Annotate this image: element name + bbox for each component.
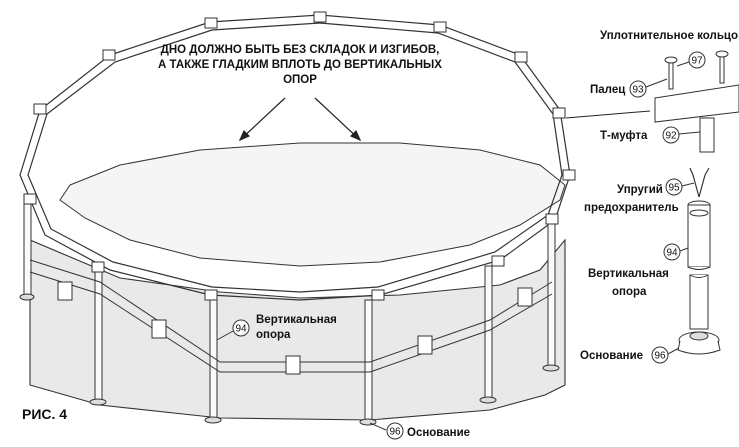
top-rail-ring-inner	[27, 22, 563, 293]
callout-number-93: 93	[632, 85, 644, 96]
callout-circle-94	[232, 319, 250, 337]
t-joint-arrow	[565, 110, 651, 119]
callout-number-97: 97	[691, 56, 703, 67]
callout-number-96: 96	[389, 427, 401, 438]
callout-leader-95	[681, 182, 695, 187]
spring-clip-label-1: Упругий	[617, 184, 663, 196]
pin-label: Палец	[590, 84, 625, 96]
callout-number-92: 92	[665, 131, 677, 142]
callout-leader-96b	[667, 347, 680, 355]
callout-circle-96b	[651, 346, 669, 364]
callout-leader-94	[216, 330, 234, 341]
parts-detail: Уплотнительное кольцо 97 Палец 93 Т-муфт…	[565, 30, 739, 364]
note-arrows	[238, 97, 362, 142]
callout-number-96b: 96	[654, 351, 666, 362]
callout-circle-93	[629, 80, 647, 98]
base-part	[677, 331, 721, 355]
pin-part-2	[715, 50, 729, 84]
strap-buckles	[57, 281, 533, 375]
pin-part	[664, 56, 678, 90]
pool-illustration	[19, 11, 576, 426]
callout-circle-95	[665, 178, 683, 196]
spring-clip-label-2: предохранитель	[584, 202, 679, 214]
callout-leader-97	[676, 61, 690, 67]
spring-clip-part	[689, 167, 710, 198]
t-joint-label: Т-муфта	[600, 130, 648, 142]
leg-bases	[19, 293, 560, 426]
callout-leader-96	[369, 422, 387, 431]
pool-callout-base: 96 Основание	[369, 422, 470, 440]
callout-number-95: 95	[668, 183, 680, 194]
vertical-leg-label-2: опора	[612, 286, 647, 298]
pool-vertical-leg-label-2: опора	[256, 329, 291, 341]
note-line-3: ОПОР	[283, 74, 317, 86]
callout-circle-96	[386, 422, 404, 440]
seal-ring-label: Уплотнительное кольцо	[600, 30, 738, 42]
callout-circle-97	[688, 51, 706, 69]
figure-label: РИС. 4	[22, 406, 67, 422]
callout-leader-93	[645, 78, 668, 88]
callout-leader-92	[678, 131, 701, 135]
callout-leader-94b	[679, 247, 689, 252]
note-line-2: А ТАКЖЕ ГЛАДКИМ ВПЛОТЬ ДО ВЕРТИКАЛЬНЫХ	[158, 59, 442, 71]
callout-number-94b: 94	[666, 248, 678, 259]
pool-wall	[29, 238, 566, 421]
pool-floor	[59, 142, 566, 267]
callout-number-94: 94	[235, 324, 247, 335]
vertical-leg-label-1: Вертикальная	[588, 268, 669, 280]
callout-circle-92	[662, 126, 680, 144]
note-line-1: ДНО ДОЛЖНО БЫТЬ БЕЗ СКЛАДОК И ИЗГИБОВ,	[161, 44, 440, 56]
pool-base-label: Основание	[407, 427, 470, 439]
pool-vertical-leg-label-1: Вертикальная	[256, 314, 337, 326]
t-joint-part	[654, 84, 739, 153]
rail-joints	[23, 11, 576, 301]
pool-callout-vertical-leg: 94 Вертикальная опора	[216, 314, 337, 341]
base-label: Основание	[580, 350, 643, 362]
vertical-leg-part	[687, 200, 711, 330]
callout-circle-94b	[663, 243, 681, 261]
